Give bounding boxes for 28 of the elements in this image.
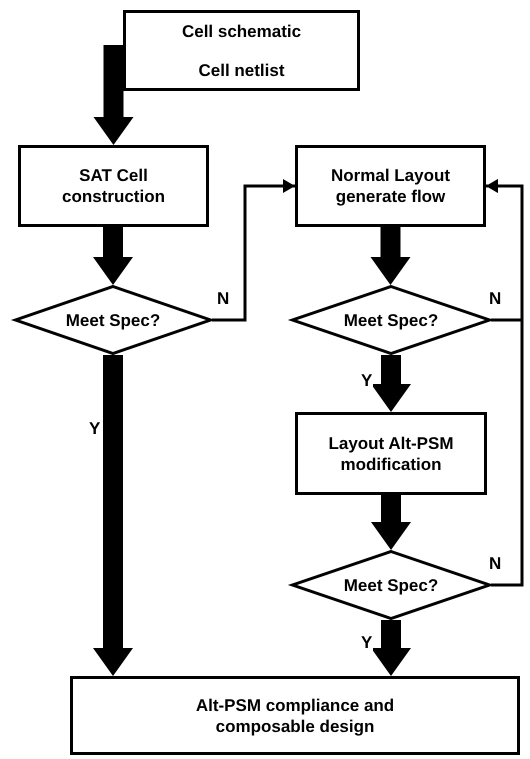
node-text: Meet Spec? [344, 310, 438, 330]
thick-arrow [93, 227, 133, 285]
node-text: Meet Spec? [344, 574, 438, 596]
node-text: Cell netlist [198, 60, 284, 80]
process-box [123, 10, 360, 91]
process-box [295, 412, 487, 495]
node-text: SAT Cell construction [61, 165, 166, 207]
thick-arrow [93, 355, 133, 676]
decision-diamond [291, 550, 491, 620]
thick-arrow [371, 355, 411, 412]
process-box [295, 145, 486, 227]
node-text: Layout Alt-PSM modification [328, 432, 454, 474]
decision-diamond [14, 285, 212, 355]
thick-arrow [94, 45, 134, 145]
edge-label: Y [360, 634, 374, 652]
node-text: Normal Layout generate flow [330, 165, 452, 207]
node-text: Alt-PSM compliance and composable design [194, 694, 396, 736]
node-text: Cell schematic [182, 20, 302, 42]
thick-arrow [371, 620, 411, 676]
edge-label: Y [360, 372, 374, 390]
thick-arrow [371, 495, 411, 550]
process-box [70, 676, 520, 755]
node-text: Meet Spec? [66, 310, 160, 330]
arrow [486, 179, 524, 586]
process-box [18, 145, 209, 227]
thick-arrow [370, 227, 410, 285]
arrow [212, 179, 295, 322]
decision-diamond [291, 285, 491, 355]
